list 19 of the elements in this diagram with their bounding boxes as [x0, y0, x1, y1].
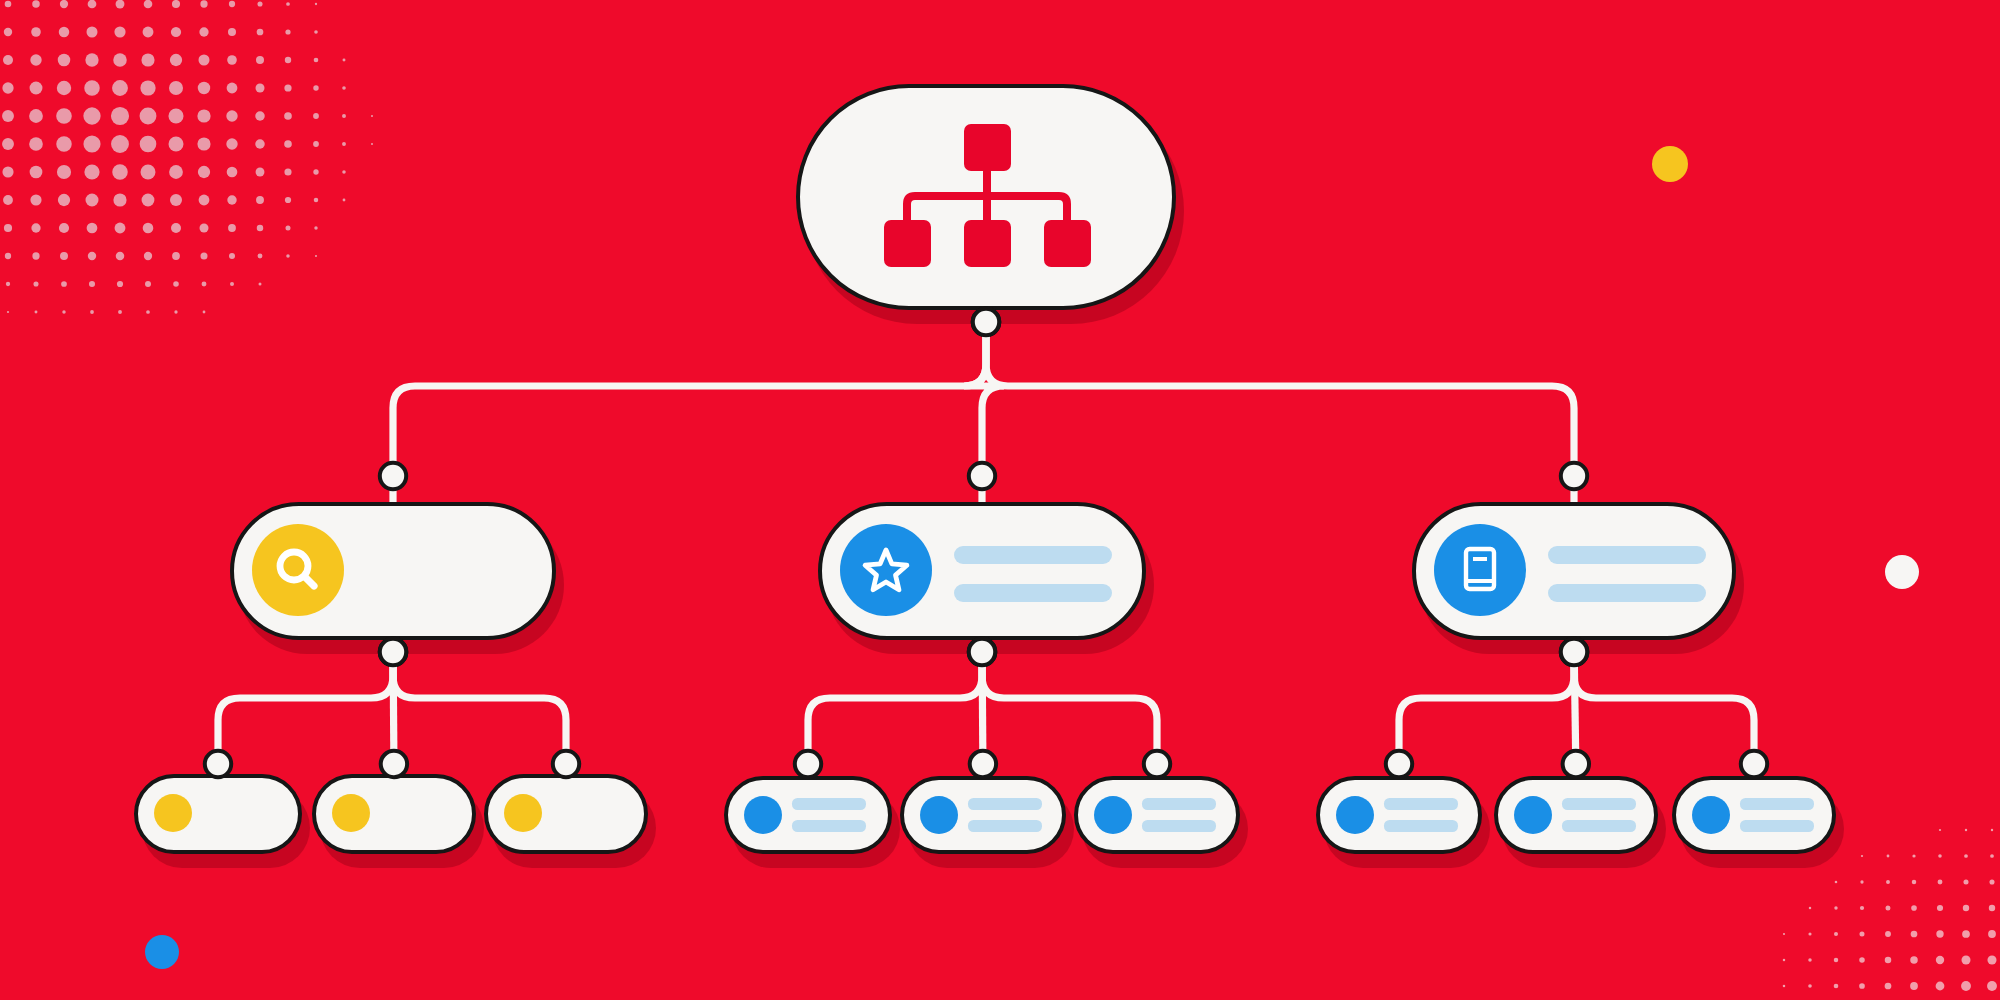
connector-line: [1559, 636, 1591, 780]
pill-card: [900, 776, 1066, 854]
pill-card: [312, 774, 476, 854]
pill-card: [230, 502, 556, 640]
connector-line: [966, 636, 999, 780]
connector-line: [966, 636, 1173, 780]
connector-line: [1558, 636, 1770, 780]
pill-card: [1494, 776, 1658, 854]
pill-card: [134, 774, 302, 854]
connector-line: [970, 306, 1590, 502]
connector-line: [377, 636, 582, 780]
connector-line: [377, 636, 410, 780]
pill-card: [1316, 776, 1482, 854]
pill-card: [724, 776, 892, 854]
pill-card: [1672, 776, 1836, 854]
pill-card: [1412, 502, 1736, 640]
pill-card: [1074, 776, 1240, 854]
pill-card: [818, 502, 1146, 640]
pill-card: [484, 774, 648, 854]
